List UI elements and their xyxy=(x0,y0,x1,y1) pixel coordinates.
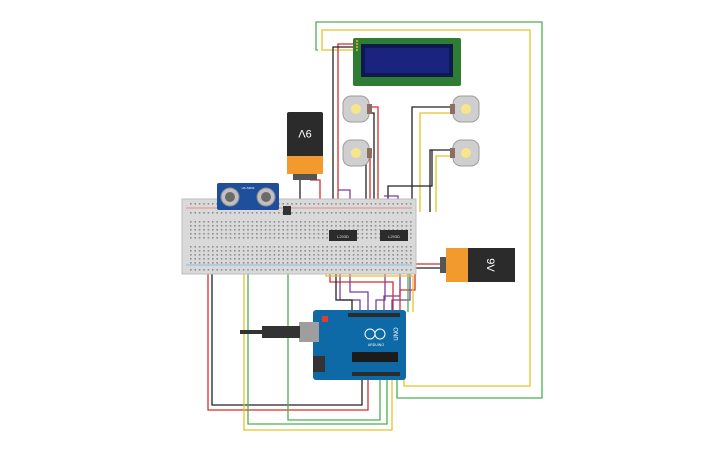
wire-motor3-yellow xyxy=(419,112,452,212)
wire-motor4-yellow xyxy=(435,155,452,212)
arduino-brand-label: ARDUINO xyxy=(368,343,384,347)
ultrasonic-sensor[interactable]: HC-SR04 xyxy=(217,183,279,210)
small-component[interactable] xyxy=(283,206,291,215)
wire-purple-3 xyxy=(375,256,386,312)
wire-motor1-red xyxy=(372,106,379,212)
motor-driver-right[interactable]: L293D xyxy=(380,230,408,241)
wire-motor4-black xyxy=(429,149,452,212)
driver-left-label: L293D xyxy=(337,234,349,239)
wire-motor3-black xyxy=(411,106,452,212)
ultrasonic-label: HC-SR04 xyxy=(242,186,255,190)
wire-black-bottom xyxy=(211,268,363,406)
battery-9v-top[interactable]: 9V xyxy=(287,112,323,180)
arduino-uno[interactable]: UNO ARDUINO xyxy=(240,310,406,380)
battery-right-label: 9V xyxy=(484,258,496,272)
breadboard[interactable] xyxy=(181,198,417,275)
dc-motor-1[interactable] xyxy=(342,95,372,123)
dc-motor-4[interactable] xyxy=(450,139,480,167)
dc-motor-3[interactable] xyxy=(450,95,480,123)
battery-top-label: 9V xyxy=(298,127,312,139)
wire-yellow-bottom xyxy=(243,268,393,431)
battery-9v-right[interactable]: 9V xyxy=(440,248,515,282)
lcd-display[interactable] xyxy=(353,38,461,86)
wire-green-outer xyxy=(315,21,543,399)
breadboard-holes xyxy=(190,203,412,271)
dc-motor-2[interactable] xyxy=(342,139,372,167)
wire-motor1-black xyxy=(372,112,375,212)
motor-driver-left[interactable]: L293D xyxy=(329,230,357,241)
driver-right-label: L293D xyxy=(388,234,400,239)
wire-black-ard xyxy=(335,256,353,312)
wire-red-lcd xyxy=(337,43,355,212)
arduino-model-label: UNO xyxy=(394,327,400,341)
wire-yellow-outer xyxy=(321,29,531,387)
wire-purple-7 xyxy=(391,256,411,312)
wire-green-bottom xyxy=(247,268,388,425)
wire-black-lcd xyxy=(332,46,355,212)
